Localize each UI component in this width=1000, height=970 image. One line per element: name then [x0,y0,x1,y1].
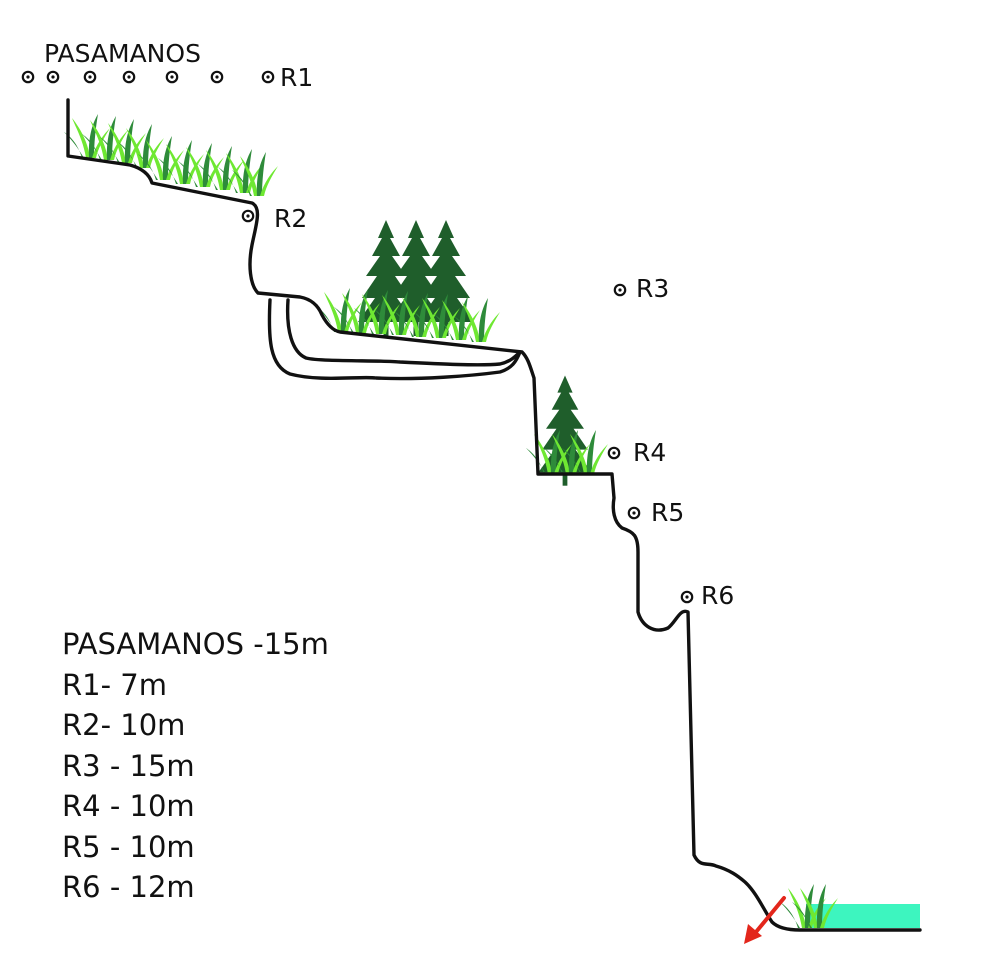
anchor-bolt-icon [165,70,179,84]
anchor-label-r4: R4 [633,438,666,467]
anchor-label-r3: R3 [636,274,669,303]
anchor-bolt-icon [607,446,621,460]
anchor-bolt-icon [627,506,641,520]
anchor-label-r2: R2 [274,204,307,233]
legend-item-handrail: PASAMANOS -15m [62,627,329,661]
legend-item-r4: R4 - 10m [62,789,195,823]
anchor-bolt-icon [83,70,97,84]
legend-item-r2: R2- 10m [62,708,186,742]
anchor-bolt-icon [680,590,694,604]
legend-item-r5: R5 - 10m [62,829,195,864]
handrail-anchors [21,70,275,84]
anchor-bolt-icon [21,70,35,84]
grass-upper-ledge [64,114,278,196]
anchor-bolt-icon [122,70,136,84]
legend-item-r3: R3 - 15m [62,748,195,783]
legend-item-r1: R1- 7m [62,667,167,702]
canyon-profile [66,98,922,932]
anchor-label-r6: R6 [701,581,734,610]
anchor-label-r5: R5 [651,498,684,527]
rope-length-legend: PASAMANOS -15m R1- 7m R2- 10m R3 - 15m R… [62,624,329,908]
handrail-label: PASAMANOS [44,39,201,68]
anchor-bolt-icon [261,70,275,84]
pine-tree-icon [418,220,474,336]
anchor-label-r1: R1 [280,63,313,92]
exit-arrow-icon [744,896,786,944]
anchor-bolt-icon [46,70,60,84]
anchor-bolt-icon [613,283,627,297]
legend-item-r6: R6 - 12m [62,870,195,904]
anchor-bolt-icon [241,209,255,223]
anchor-bolt-icon [210,70,224,84]
